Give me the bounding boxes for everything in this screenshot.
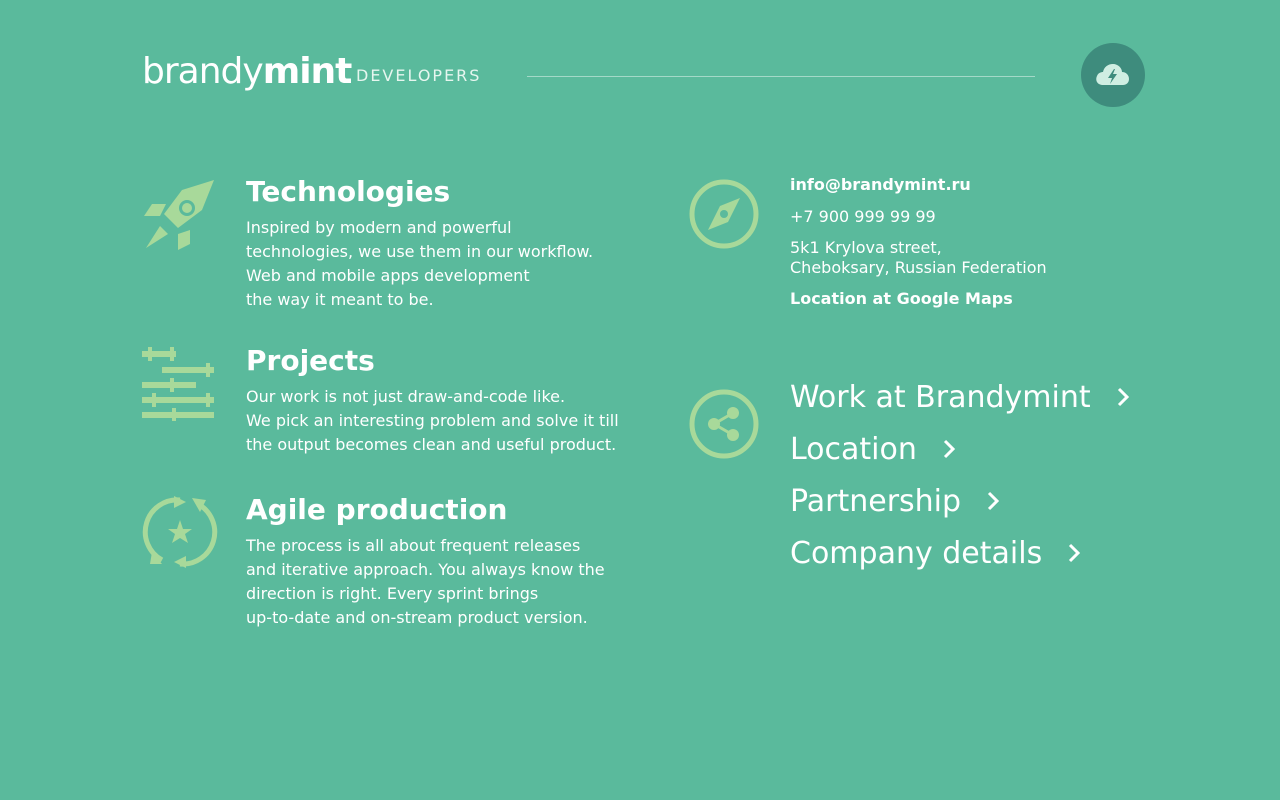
agile-cycle-icon bbox=[142, 494, 218, 570]
chevron-right-icon bbox=[987, 484, 1000, 520]
link-work-at-brandymint[interactable]: Work at Brandymint bbox=[790, 380, 1129, 416]
section-label: DEVELOPERS bbox=[356, 66, 482, 85]
compass-icon bbox=[688, 178, 760, 254]
header-divider bbox=[527, 76, 1035, 77]
list-item: Work at Brandymint bbox=[790, 380, 1129, 432]
google-maps-link[interactable]: Location at Google Maps bbox=[790, 289, 1013, 308]
chevron-right-icon bbox=[1117, 380, 1129, 416]
feature-title: Technologies bbox=[246, 175, 451, 208]
links-block: Work at Brandymint Location Partnership … bbox=[688, 380, 1129, 600]
feature-line: Our work is not just draw-and-code like. bbox=[246, 387, 566, 406]
feature-line: direction is right. Every sprint brings bbox=[246, 584, 539, 603]
feature-line: Web and mobile apps development bbox=[246, 266, 530, 285]
feature-description: Inspired by modern and powerful technolo… bbox=[246, 216, 626, 312]
feature-title: Agile production bbox=[246, 493, 508, 526]
list-item: Location bbox=[790, 432, 1129, 484]
rocket-icon bbox=[142, 176, 218, 252]
cloud-button[interactable] bbox=[1081, 43, 1145, 107]
link-location[interactable]: Location bbox=[790, 432, 956, 468]
feature-line: Inspired by modern and powerful bbox=[246, 218, 512, 237]
feature-line: technologies, we use them in our workflo… bbox=[246, 242, 594, 261]
cloud-lightning-icon bbox=[1096, 64, 1129, 85]
link-label: Work at Brandymint bbox=[790, 380, 1091, 415]
feature-description: Our work is not just draw-and-code like.… bbox=[246, 385, 626, 457]
feature-line: The process is all about frequent releas… bbox=[246, 536, 581, 555]
link-list: Work at Brandymint Location Partnership … bbox=[790, 380, 1129, 588]
feature-projects: Projects Our work is not just draw-and-c… bbox=[142, 345, 622, 465]
chevron-right-icon bbox=[1068, 536, 1081, 572]
feature-line: the way it meant to be. bbox=[246, 290, 434, 309]
link-label: Partnership bbox=[790, 484, 962, 519]
feature-technologies: Technologies Inspired by modern and powe… bbox=[142, 176, 622, 316]
address-line: 5k1 Krylova street, bbox=[790, 238, 942, 257]
list-item: Partnership bbox=[790, 484, 1129, 536]
email-link[interactable]: info@brandymint.ru bbox=[790, 175, 971, 194]
link-label: Location bbox=[790, 432, 917, 467]
address-line: Cheboksary, Russian Federation bbox=[790, 258, 1047, 277]
feature-line: and iterative approach. You always know … bbox=[246, 560, 605, 579]
link-company-details[interactable]: Company details bbox=[790, 536, 1081, 572]
feature-title: Projects bbox=[246, 344, 375, 377]
feature-line: the output becomes clean and useful prod… bbox=[246, 435, 617, 454]
brandymint-logo[interactable]: brandymint bbox=[142, 50, 353, 94]
contact-details: info@brandymint.ru +7 900 999 99 99 5k1 … bbox=[790, 174, 1120, 310]
phone-number[interactable]: +7 900 999 99 99 bbox=[790, 207, 936, 226]
sliders-icon bbox=[142, 345, 218, 421]
logo-text-bold: mint bbox=[262, 51, 353, 92]
logo-text-light: brandy bbox=[142, 51, 264, 92]
contacts-block: info@brandymint.ru +7 900 999 99 99 5k1 … bbox=[688, 172, 1128, 332]
site-header: brandymint DEVELOPERS bbox=[0, 0, 1280, 140]
list-item: Company details bbox=[790, 536, 1129, 588]
feature-line: up-to-date and on-stream product version… bbox=[246, 608, 588, 627]
feature-line: We pick an interesting problem and solve… bbox=[246, 411, 619, 430]
link-partnership[interactable]: Partnership bbox=[790, 484, 1000, 520]
chevron-right-icon bbox=[943, 432, 956, 468]
feature-agile-production: Agile production The process is all abou… bbox=[142, 494, 622, 634]
link-label: Company details bbox=[790, 536, 1043, 571]
feature-description: The process is all about frequent releas… bbox=[246, 534, 626, 630]
share-icon bbox=[688, 388, 760, 464]
